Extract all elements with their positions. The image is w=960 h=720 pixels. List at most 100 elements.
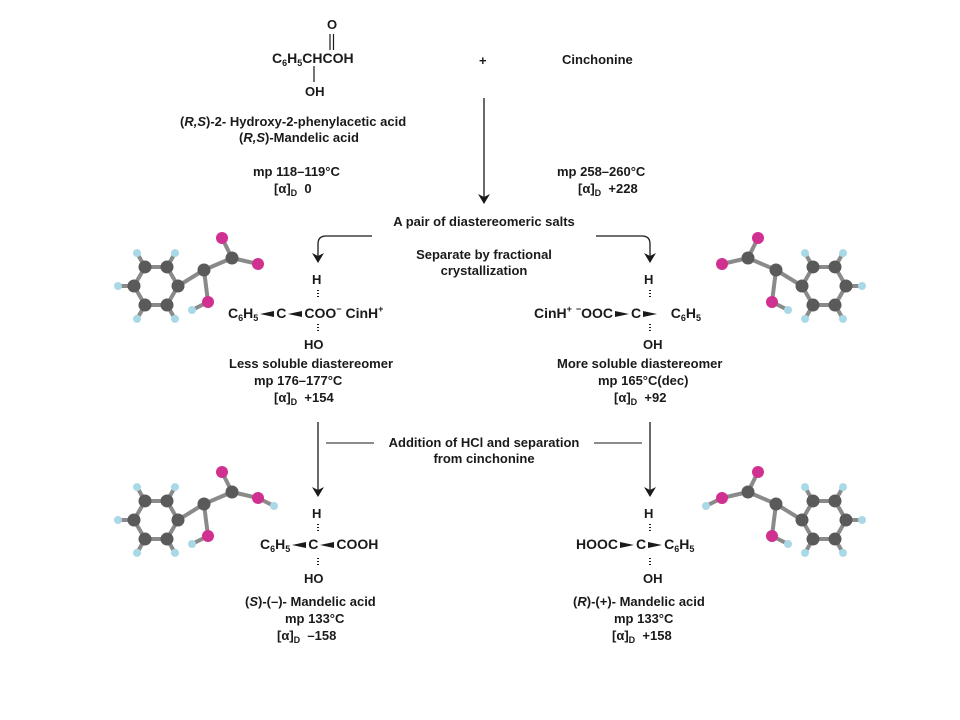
carbon-atom [160, 494, 174, 508]
hcl-label-line1: Addition of HCl and separation [388, 435, 580, 450]
alpha-symbol: [α] [614, 390, 631, 405]
paren: ( [245, 594, 250, 609]
carbonyl-oxygen: O [327, 17, 338, 32]
hydrogen-atom [858, 516, 866, 524]
name-rest: )-(–)- Mandelic acid [258, 594, 376, 609]
ball-stick-model-s-acid [114, 466, 278, 557]
right-salt-hash-top [649, 288, 651, 299]
name1-rest: )-2- Hydroxy-2-phenylacetic acid [206, 114, 407, 129]
alpha-symbol: [α] [578, 181, 595, 196]
left-salt-mp: mp 176–177°C [254, 373, 343, 388]
oxygen-atom [252, 258, 264, 270]
carbon-atom [806, 494, 820, 508]
acid-sub5: 5 [689, 544, 695, 554]
oxygen-atom [766, 296, 778, 308]
hydrogen-atom [839, 249, 847, 258]
hydrogen-atom [702, 502, 710, 510]
s-acid-mp: mp 133°C [285, 611, 345, 626]
salt-c: C [670, 305, 681, 321]
salt-c: C [228, 305, 239, 321]
right-salt-name: More soluble diastereomer [557, 356, 723, 371]
s-acid-ho: HO [304, 571, 324, 586]
acid-sub5: 5 [285, 544, 291, 554]
formula-sub-5: 5 [297, 58, 303, 68]
acid-h: H [275, 536, 286, 552]
alpha-value: 0 [304, 181, 312, 196]
hydrogen-atom [188, 306, 196, 314]
alpha-value: +228 [608, 181, 638, 196]
alpha-sub: D [594, 188, 602, 198]
hydrogen-atom [171, 249, 179, 258]
wedge-bond [614, 311, 629, 318]
acid-sub6: 6 [674, 544, 680, 554]
carbon-atom [138, 260, 152, 274]
left-salt-hash-top [317, 288, 319, 299]
carbon-atom [171, 279, 185, 293]
hydrogen-atom [171, 483, 179, 492]
salt-sub6: 6 [680, 313, 686, 323]
carbon-atom [806, 298, 820, 312]
hydrogen-atom [270, 502, 278, 510]
r-acid-name: (R)-(+)- Mandelic acid [573, 594, 705, 609]
cation: CinH [345, 305, 379, 321]
hydrogen-atom [858, 282, 866, 290]
oxygen-atom [216, 466, 228, 478]
ball-stick-model-right-salt [716, 232, 866, 323]
hydrogen-atom [188, 540, 196, 548]
ball-stick-model-left-salt [114, 232, 264, 323]
wedge-bond [288, 311, 303, 318]
hydrogen-atom [133, 548, 141, 557]
separate-label-line2: crystallization [440, 263, 528, 278]
carbon-atom [806, 532, 820, 546]
carbon-atom [197, 497, 211, 511]
alpha-value: +158 [642, 628, 672, 643]
oxygen-atom [752, 466, 764, 478]
anion-charge: − [575, 304, 582, 314]
alpha-sub: D [630, 397, 638, 407]
left-salt-ho: HO [304, 337, 324, 352]
cinchonine-rotation: [α]D +228 [578, 181, 638, 201]
cation-charge: + [566, 304, 572, 314]
right-salt-rotation: [α]D +92 [614, 390, 666, 410]
carboxylate: COO [304, 305, 337, 321]
alpha-sub: D [293, 635, 301, 645]
stereocenter-c: C [276, 305, 287, 321]
stereocenter-c: C [630, 305, 642, 321]
hydrogen-atom [114, 516, 122, 524]
carbon-atom [839, 279, 853, 293]
acid-h: H [679, 536, 690, 552]
carbon-atom [171, 513, 185, 527]
right-salt-hash-bottom [649, 322, 651, 333]
oxygen-atom [202, 530, 214, 542]
salt-sub5: 5 [253, 313, 259, 323]
alpha-sub: D [290, 397, 298, 407]
wedge-bond [260, 311, 275, 318]
carbon-atom [839, 513, 853, 527]
mandelic-oh: OH [305, 84, 325, 99]
hydrogen-atom [114, 282, 122, 290]
carbon-atom [828, 532, 842, 546]
cation: CinH [534, 305, 567, 321]
oxygen-atom [752, 232, 764, 244]
carboxylate: OOC [581, 305, 613, 321]
r-acid-rotation: [α]D +158 [612, 628, 672, 648]
alpha-value: –158 [307, 628, 337, 643]
hydrogen-atom [801, 548, 809, 557]
stereo-descriptor: R [577, 594, 587, 609]
hydrogen-atom [133, 483, 141, 492]
formula-sub-6: 6 [282, 58, 288, 68]
carbon-atom [127, 513, 141, 527]
oxygen-atom [716, 492, 728, 504]
carbon-atom [828, 260, 842, 274]
paren: ( [573, 594, 578, 609]
mandelic-rotation: [α]D 0 [274, 181, 312, 201]
plus-sign: + [479, 53, 487, 68]
r-acid-h: H [644, 506, 654, 521]
formula-rest: CHCOH [302, 50, 354, 66]
alpha-sub: D [290, 188, 298, 198]
left-salt-rotation: [α]D +154 [274, 390, 334, 410]
hydrogen-atom [171, 314, 179, 323]
hydrogen-atom [784, 540, 792, 548]
